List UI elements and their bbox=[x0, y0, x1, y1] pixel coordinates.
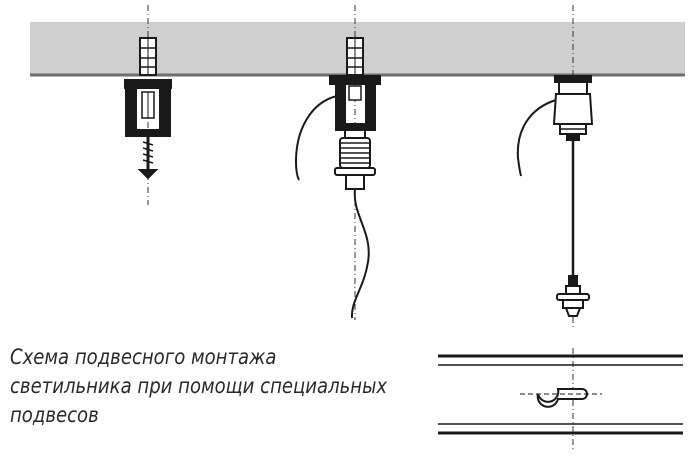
power-cable-top bbox=[294, 95, 338, 181]
dowel-icon bbox=[139, 37, 157, 76]
power-cable-right bbox=[516, 99, 557, 177]
screw-icon bbox=[137, 136, 159, 180]
mounting-cup-middle bbox=[329, 75, 381, 131]
mounting-cup-left bbox=[124, 79, 172, 137]
middle-mount-assembly bbox=[294, 37, 381, 319]
diagram-caption: Схема подвесного монтажа светильника при… bbox=[10, 343, 388, 430]
caption-line-3: подвесов bbox=[10, 403, 99, 427]
ceiling-fitting bbox=[552, 75, 594, 141]
wire-hanger-icon bbox=[556, 140, 590, 317]
caption-line-1: Схема подвесного монтажа bbox=[10, 345, 277, 369]
caption-line-2: светильника при помощи специальных bbox=[10, 374, 388, 398]
right-mount-assembly bbox=[516, 75, 594, 317]
left-mount-assembly bbox=[124, 37, 172, 180]
rail-with-keyhole bbox=[438, 354, 683, 435]
power-cable-bottom bbox=[350, 188, 370, 319]
dowel-icon bbox=[346, 37, 364, 76]
cable-gland-icon bbox=[334, 129, 376, 190]
keyhole-slot-icon bbox=[520, 388, 602, 408]
